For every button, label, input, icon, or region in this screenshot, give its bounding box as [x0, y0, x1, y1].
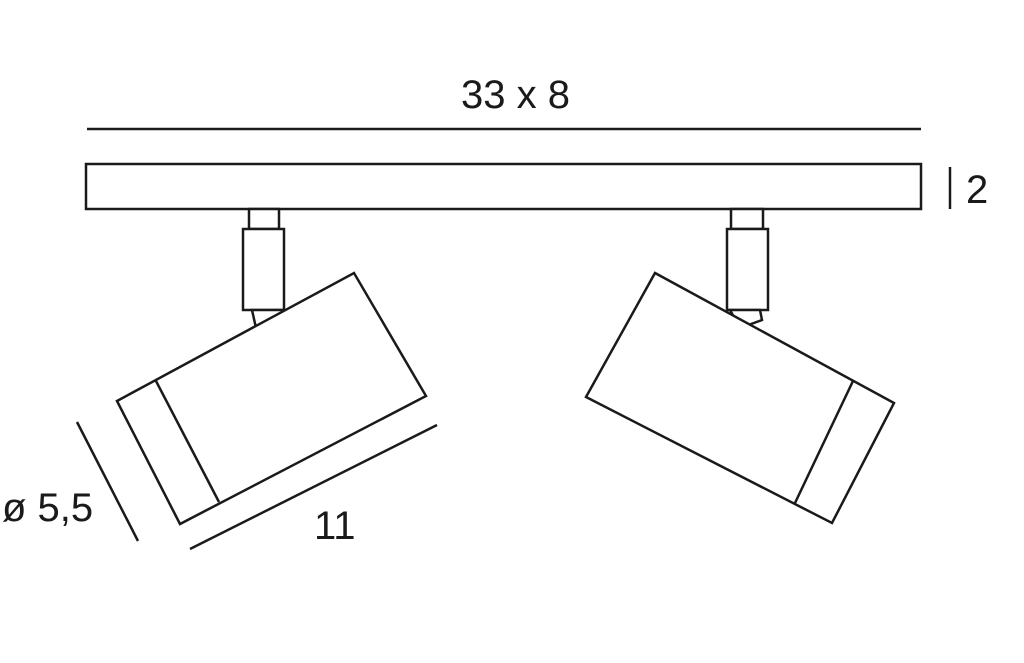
right-spot-arm [725, 207, 770, 330]
height-dimension-label: 2 [966, 168, 989, 212]
diameter-dimension-line [75, 421, 140, 542]
diameter-dimension-label: ø 5,5 [2, 486, 94, 530]
overall-dimension-label: 33 x 8 [461, 73, 570, 117]
length-dimension-line [189, 423, 438, 551]
left-spot-head [115, 271, 428, 526]
left-spot-arm [241, 207, 288, 330]
mounting-rail [84, 162, 923, 211]
length-dimension-label: 11 [314, 504, 356, 548]
right-spot-head [584, 271, 896, 525]
